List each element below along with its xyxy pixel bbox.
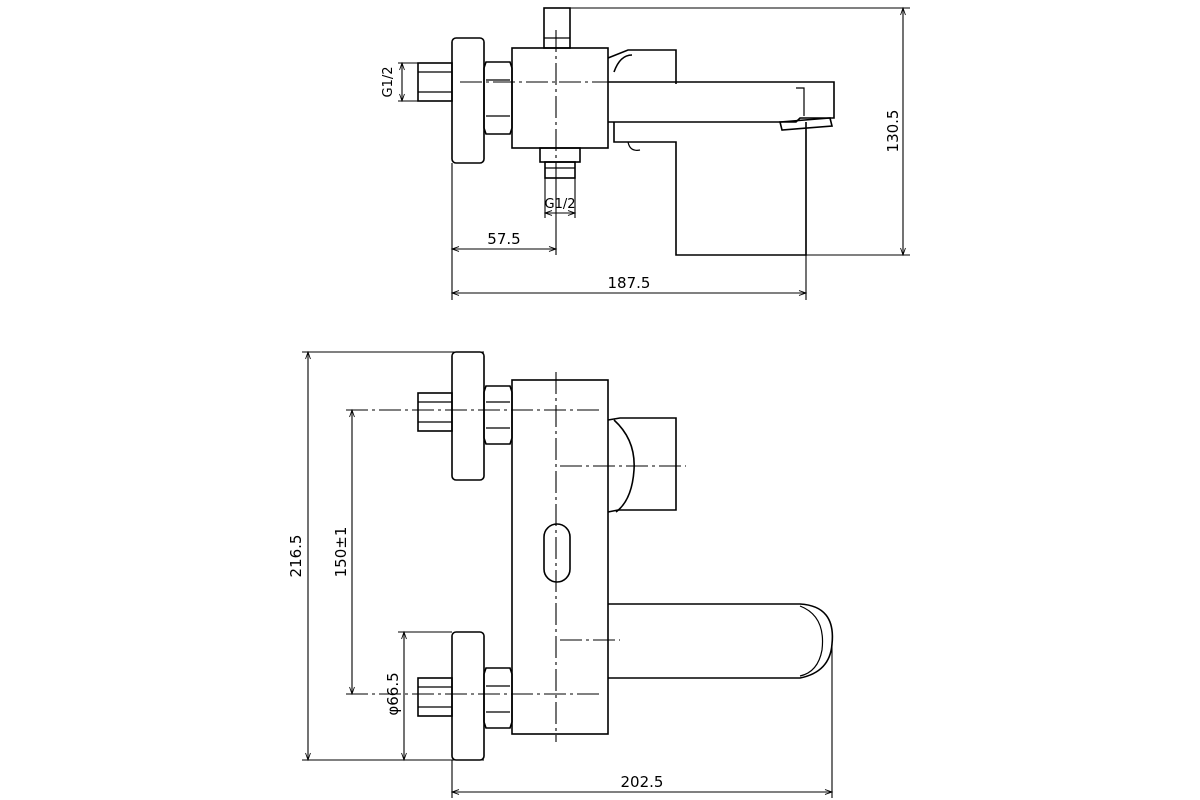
dim-thread-left-label: G1/2 bbox=[381, 67, 396, 98]
dim-front-width-label: 202.5 bbox=[621, 773, 664, 791]
hex-nut bbox=[483, 61, 513, 135]
dim-offset-label: 57.5 bbox=[487, 230, 520, 248]
upper-hex-nut bbox=[483, 385, 513, 445]
outlet-fitting bbox=[539, 147, 581, 163]
spout bbox=[608, 81, 835, 123]
lever-plate bbox=[613, 122, 807, 256]
dim-overall-height-label: 216.5 bbox=[287, 535, 305, 578]
diverter-knob bbox=[543, 7, 571, 49]
front-view: 216.5 150±1 φ66.5 202.5 bbox=[287, 350, 834, 798]
diverter-slot bbox=[543, 523, 571, 583]
dim-flange-diameter-label: φ66.5 bbox=[384, 672, 402, 715]
inlet-pipe bbox=[417, 62, 453, 102]
dim-thread-bottom-label: G1/2 bbox=[545, 197, 576, 212]
aerator bbox=[778, 117, 834, 131]
dim-width-label: 187.5 bbox=[608, 274, 651, 292]
lower-hex-nut bbox=[483, 667, 513, 729]
dim-center-distance-label: 150±1 bbox=[332, 527, 350, 578]
lower-flange bbox=[451, 631, 485, 761]
spout-front bbox=[608, 603, 834, 679]
upper-flange bbox=[451, 351, 485, 481]
lower-inlet-pipe bbox=[417, 677, 453, 717]
outlet-thread bbox=[544, 161, 576, 179]
mixer-body bbox=[511, 47, 609, 149]
lever bbox=[607, 417, 677, 513]
top-view: G1/2 G1/2 57.5 187.5 130.5 bbox=[381, 6, 910, 300]
dim-height-label: 130.5 bbox=[884, 110, 902, 153]
upper-inlet-pipe bbox=[417, 392, 453, 432]
handle-block bbox=[607, 49, 677, 84]
wall-flange bbox=[451, 37, 485, 164]
mixer-body-front bbox=[511, 379, 609, 735]
